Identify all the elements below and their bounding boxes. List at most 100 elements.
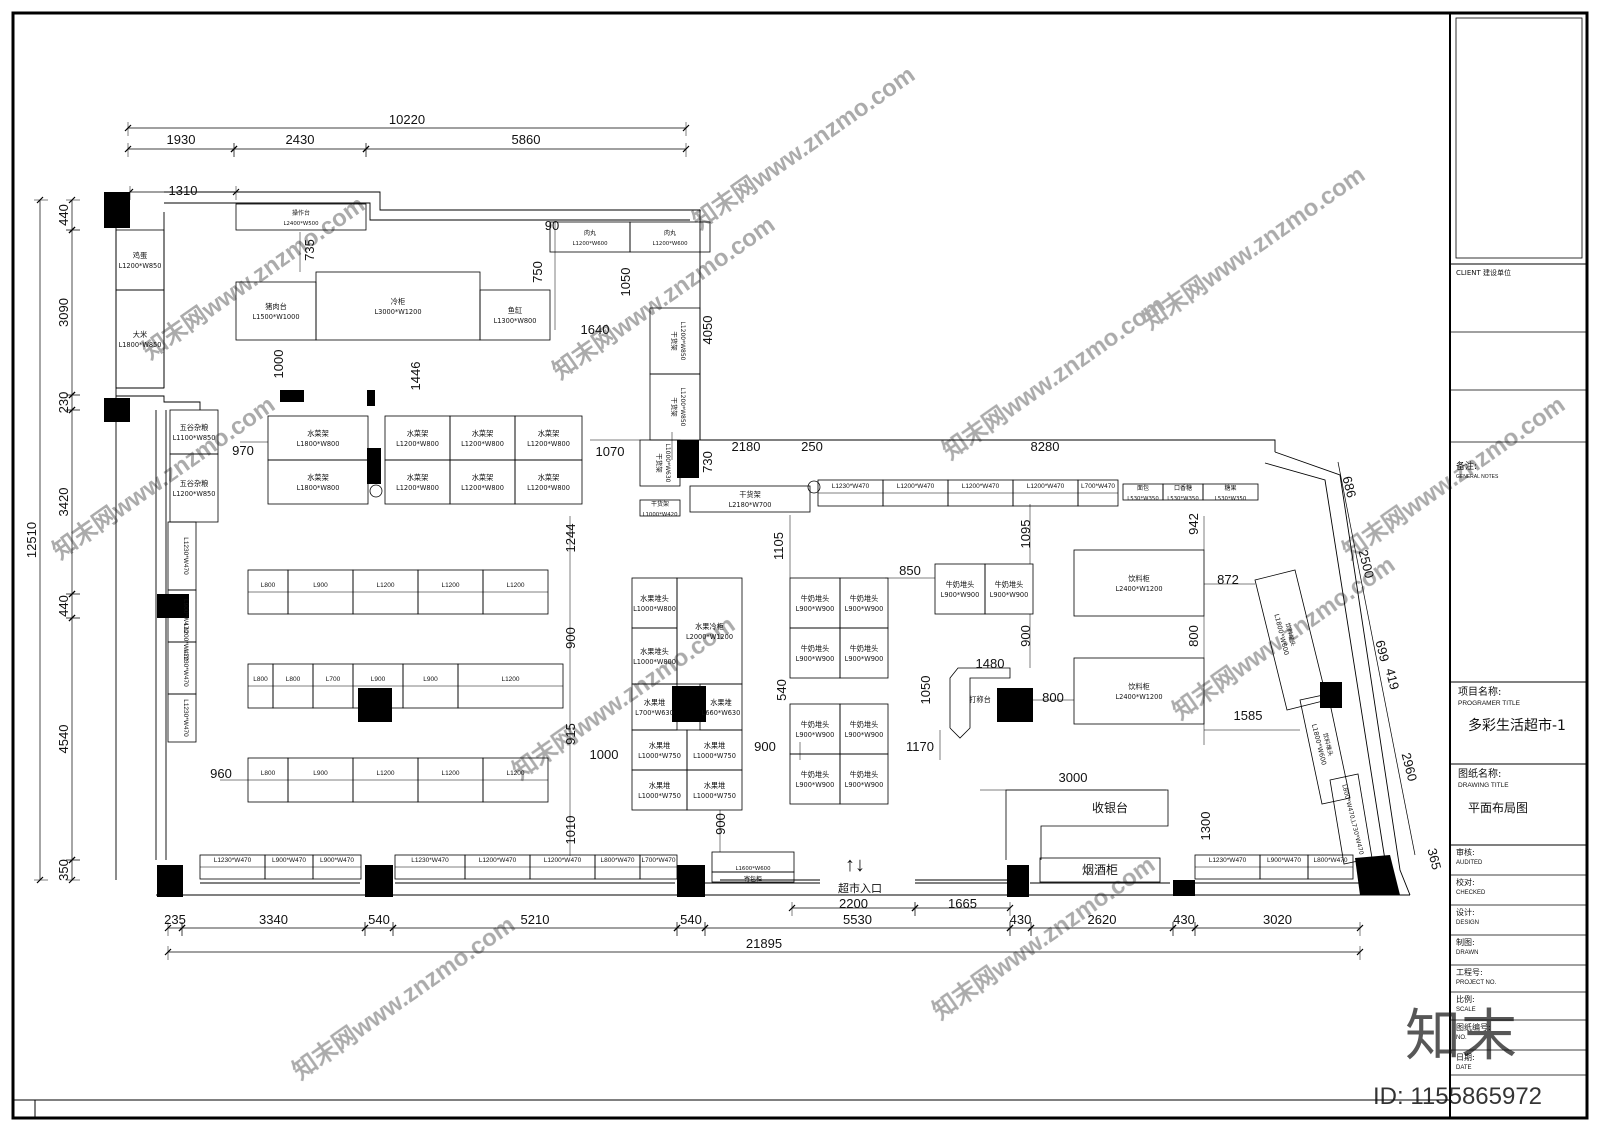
dimension-h: 1930 [124,132,238,157]
fixture-size: L900*W900 [796,731,835,739]
entrance-label: 超市入口 [838,881,882,895]
dimension-value: 872 [1217,572,1239,587]
tb-row-sub-label: SCALE [1456,1007,1476,1013]
dimension-value: 10220 [389,112,425,127]
shelf-label: L800*W470 [1314,857,1348,864]
fixture-name: 水果堆 [644,698,666,707]
shelf-label: L800*W470 [601,857,635,864]
dimension-h: 3020 [1191,912,1364,936]
dimension-v: 440 [56,590,80,622]
shelf-label: L1200*W470 [897,483,935,490]
dimension-value: 1300 [1198,812,1213,841]
watermark-tile: 知末网www.znzmo.com [928,851,1160,1025]
fixture-name: 牛奶堆头 [801,770,830,779]
fixture-name: 大米 [133,330,147,339]
dimension-h: 235 [164,912,186,936]
tb-row-label: 工程号: [1456,968,1483,977]
fixture-size: L1000*W800 [633,658,676,666]
dimension-h: 10220 [124,112,690,136]
dimension-value: 5530 [843,912,872,927]
fixture-name: 水菜架 [538,473,560,482]
dimension-value: 2960 [1399,751,1421,783]
fixture-name: 水菜架 [538,429,560,438]
fixture-size: L660*W630 [702,709,741,717]
watermark-logo: 知末 [1405,1004,1517,1069]
fixture-size: L1800*W850 [119,341,162,349]
fixture-size: L1000*W750 [693,752,736,760]
dimension-value: 1000 [590,747,619,762]
dimension-h: 21895 [164,936,1364,960]
dimension-value: 230 [56,392,71,414]
fixture-size: L900*W900 [796,781,835,789]
dimension-value: 800 [1042,690,1064,705]
shelf-label: L900 [423,676,438,683]
dimension-value: 1070 [596,444,625,459]
dimension-value: 419 [1382,667,1402,692]
drawing-frame [11,11,1589,1120]
dimension-value: 5860 [512,132,541,147]
fixture-nn7: 牛奶堆头 L900*W900 [789,753,841,805]
dimension-value: 1665 [948,896,977,911]
dimension-value: 735 [302,239,317,261]
dimension-value: 800 [1186,625,1201,647]
shelf-label: L1230*W470 [182,537,189,575]
dimension-value: 1000 [271,350,286,379]
fixture-size: L900*W900 [796,605,835,613]
shelf-label: L700*W470 [1081,483,1115,490]
dimension-value: 2180 [732,439,761,454]
fixture-size: L1000*W750 [638,752,681,760]
fixture-size: L1000*W630 [664,444,671,483]
tb-row-label: 设计: [1456,907,1475,917]
shelf-label: L1200*W470 [1027,483,1065,490]
dimension-value: 250 [801,439,823,454]
shelf-label: L1200*W470 [544,857,582,864]
dimension-value: 2430 [286,132,315,147]
fixture-size: L1500*W1000 [252,313,299,321]
tb-row-label: 制图: [1456,937,1475,947]
fixture-name: 水果堆 [710,698,732,707]
fixture-sgd2: 水果堆 L660*W630 [699,683,743,731]
shelf-label: L1230*W470 [182,699,189,737]
dimension-value: 1095 [1018,520,1033,549]
shelf-label: L1200 [506,770,524,777]
dimension-h: 5210 [389,912,681,936]
fixture-name: 水果堆头 [640,594,669,603]
dimension-value: 1010 [563,816,578,845]
fixtures-layer: 操作台L2400*W500肉丸L1200*W600肉丸L1200*W600鸡蛋L… [115,203,1373,883]
shelf-label: L1230*W470 [214,857,252,864]
dimension-value: 21895 [746,936,782,951]
shelf-label: L1230*W470 [832,483,870,490]
fixture-name: 面包 [1137,484,1149,492]
watermark-id: ID: 1155865972 [1373,1083,1542,1110]
dimension-v: 3420 [56,406,80,598]
tb-row-sub-label: CHECKED [1456,890,1486,896]
fixture-name: 口香糖 [1174,484,1192,492]
fixture-size: L900*W900 [845,731,884,739]
fixture-size: L1200*W800 [461,484,504,492]
watermark-tile: 知末网www.znzmo.com [548,211,780,385]
fixture-name: 五谷杂粮 [180,479,209,488]
fixture-name: 水菜架 [407,429,429,438]
project-label: 项目名称: [1458,685,1501,698]
fixture-name: 牛奶堆头 [801,644,830,653]
fixture-dct: 打称台 [949,667,1011,739]
entrance-arrows-icon: ↑↓ [845,854,865,876]
fixture-name: 牛奶堆头 [995,580,1024,589]
